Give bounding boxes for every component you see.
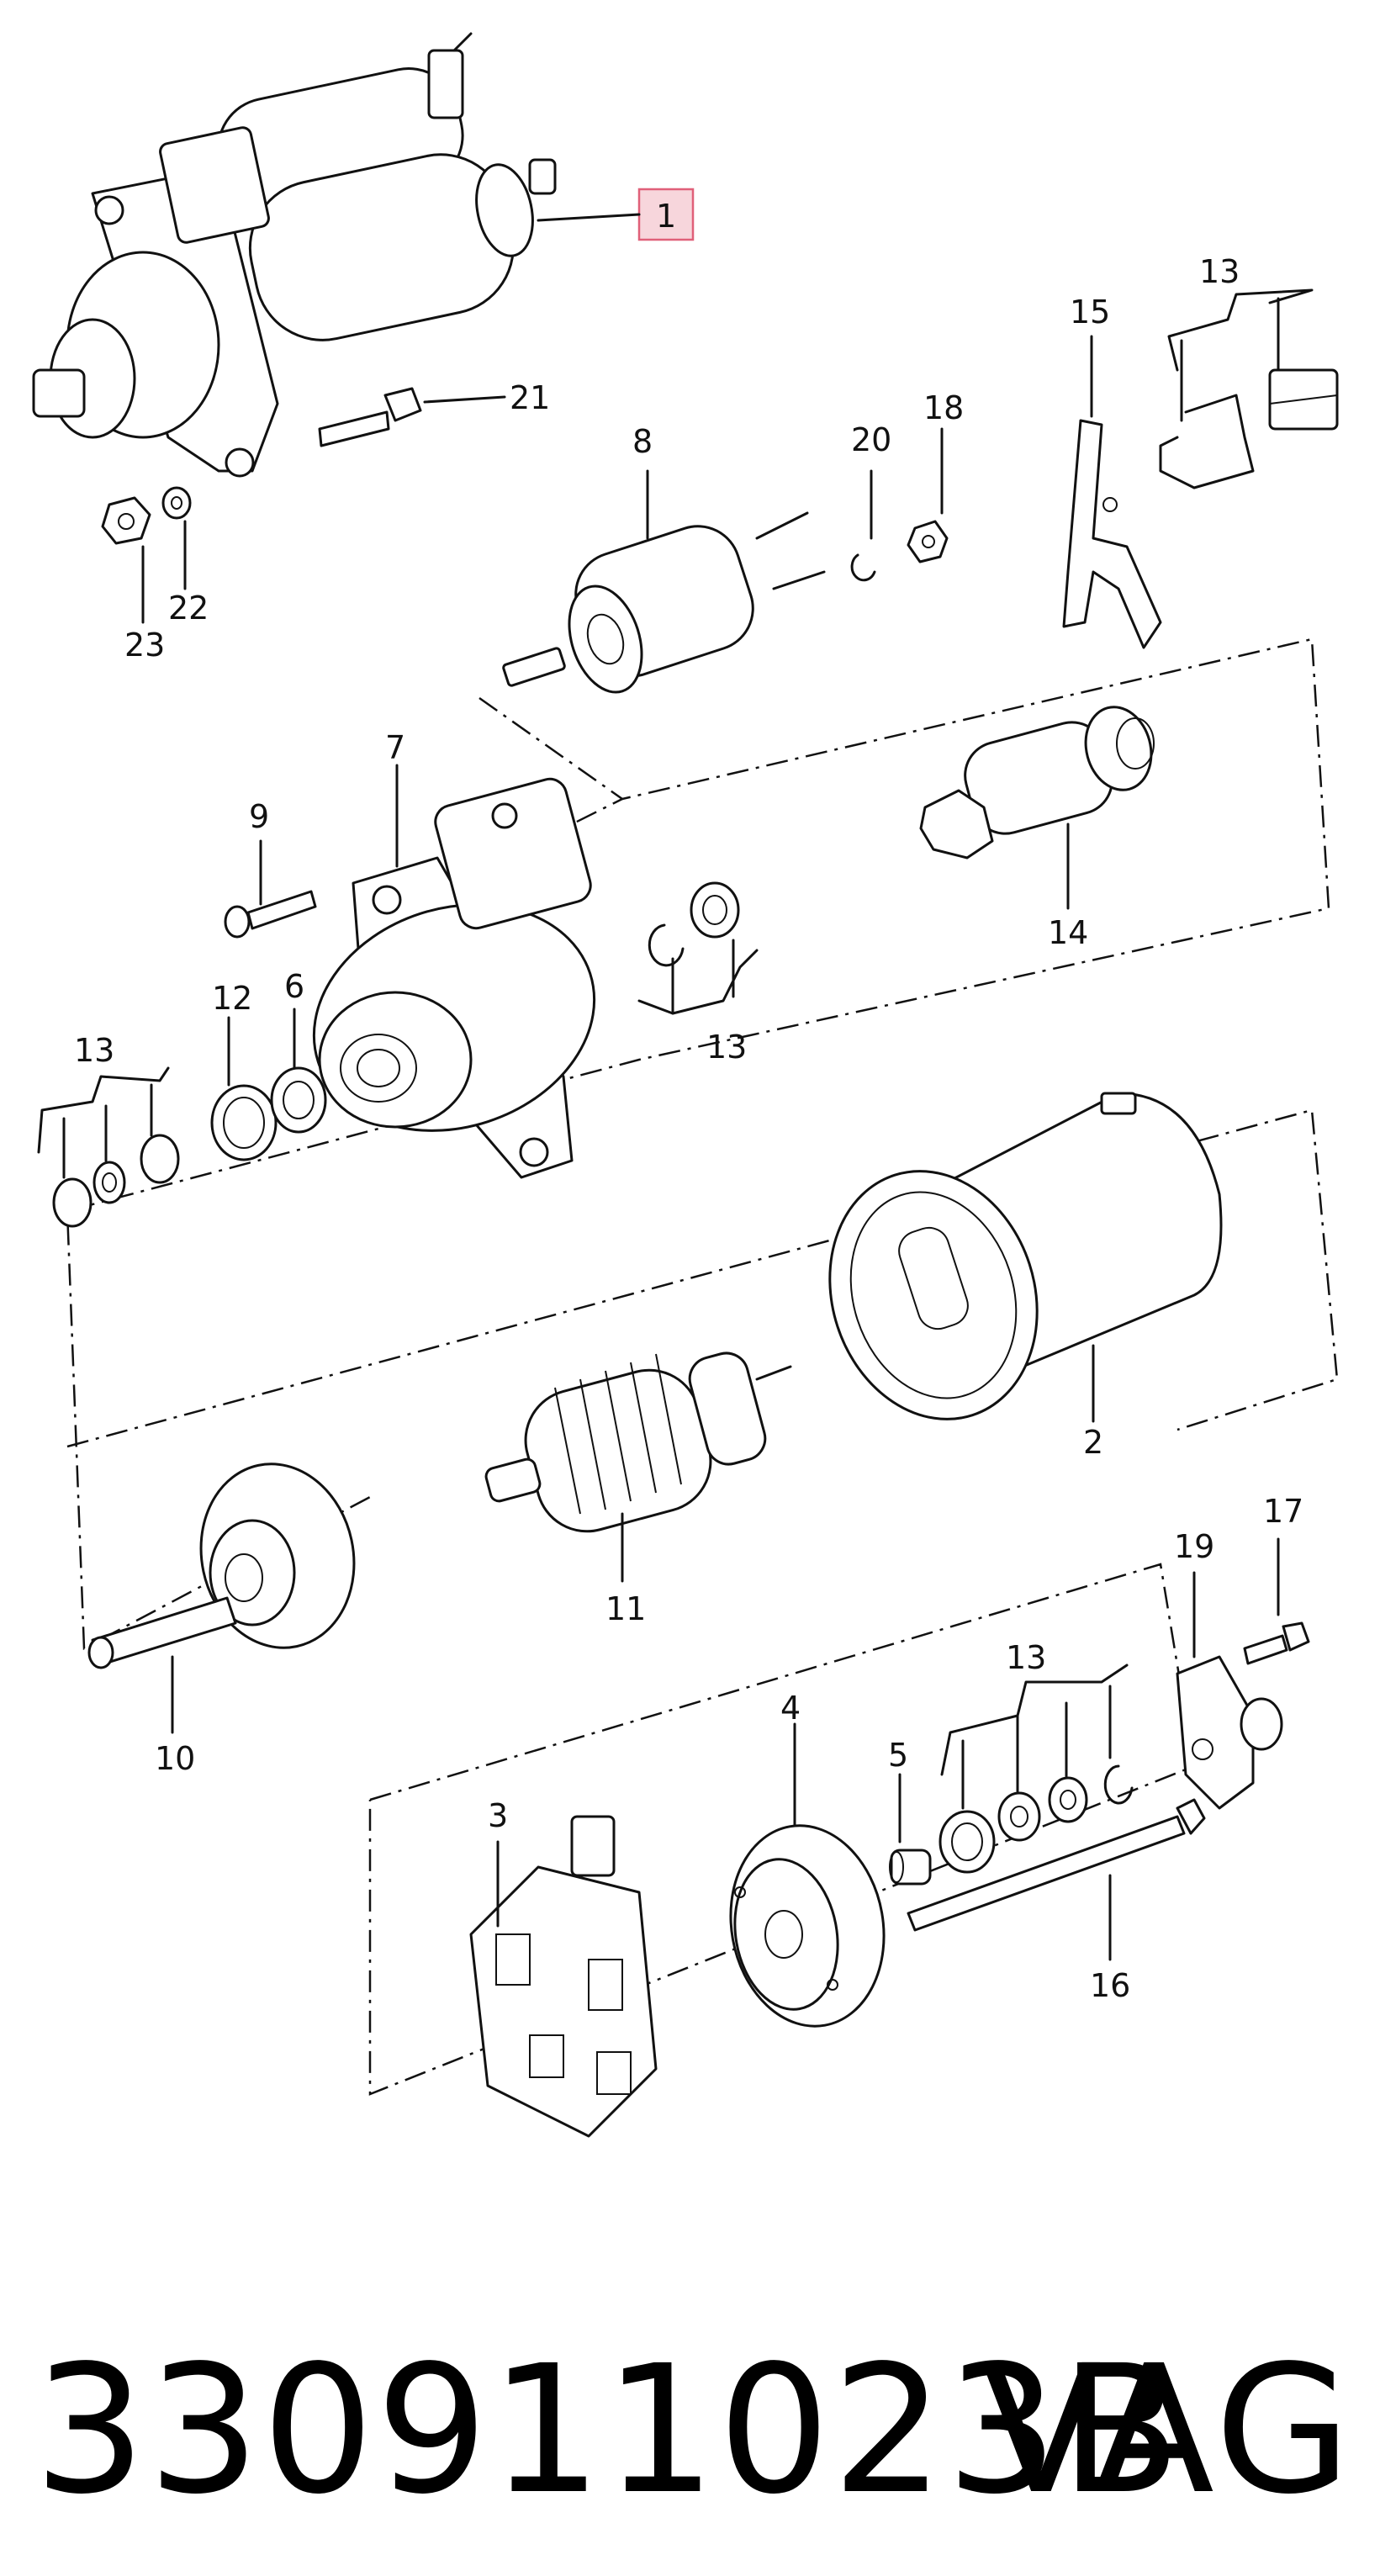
support-bracket-19[interactable]: 19: [1174, 1528, 1283, 1810]
repair-kit-13-top[interactable]: 13: [1159, 253, 1339, 489]
footer: 330911023B VAG: [0, 2321, 1380, 2540]
callout-label-12: 12: [212, 980, 252, 1017]
nut-18[interactable]: 18: [907, 389, 964, 563]
callout-label-5: 5: [888, 1737, 908, 1774]
callout-label-17: 17: [1263, 1493, 1303, 1530]
callout-label-13-left: 13: [74, 1032, 114, 1069]
callout-label-4: 4: [780, 1690, 801, 1727]
through-bolt-16[interactable]: 16: [907, 1798, 1206, 2004]
intermediate-bearing-10[interactable]: 10: [87, 1450, 371, 1777]
repair-kit-13-bottom[interactable]: 13: [939, 1639, 1134, 1874]
field-housing-2[interactable]: 2: [799, 1092, 1223, 1461]
brush-plate-3[interactable]: 3: [469, 1797, 658, 2138]
callout-1[interactable]: 1: [537, 188, 695, 241]
bushing-5[interactable]: 5: [888, 1737, 932, 1886]
callout-label-19: 19: [1174, 1528, 1214, 1565]
callout-label-13-bottom: 13: [1006, 1639, 1046, 1676]
callout-label-10: 10: [155, 1740, 195, 1777]
drive-end-bracket-7[interactable]: 7: [284, 729, 624, 1179]
callout-label-11: 11: [605, 1590, 646, 1627]
exploded-parts-diagram: 1 21 23 22 8 20 18: [32, 32, 1339, 2138]
repair-kit-13-left[interactable]: 13: [37, 1032, 180, 1228]
callout-label-6: 6: [284, 968, 304, 1005]
spring-washer-20[interactable]: 20: [850, 421, 891, 582]
pinion-drive-14[interactable]: 14: [919, 700, 1161, 951]
brand-name: VAG: [981, 2327, 1355, 2533]
callout-label-2: 2: [1083, 1424, 1103, 1461]
callout-label-15: 15: [1070, 294, 1110, 331]
callout-label-1: 1: [656, 198, 676, 235]
screw-9[interactable]: 9: [224, 798, 317, 939]
callout-label-13-top: 13: [1199, 253, 1240, 290]
callout-label-3: 3: [488, 1797, 508, 1834]
bushing-6[interactable]: 6: [270, 968, 327, 1134]
engaging-lever-15[interactable]: 15: [1062, 294, 1162, 649]
callout-label-14: 14: [1048, 914, 1088, 951]
armature-11[interactable]: 11: [484, 1348, 792, 1627]
callout-label-7: 7: [385, 729, 405, 766]
callout-label-13-center: 13: [706, 1029, 747, 1066]
end-cover-4[interactable]: 4: [716, 1690, 900, 2039]
nut-23[interactable]: 23: [101, 496, 165, 664]
washer-22[interactable]: 22: [161, 486, 209, 627]
bolt-21[interactable]: 21: [318, 379, 550, 447]
callout-label-22: 22: [168, 590, 209, 627]
solenoid-8[interactable]: 8: [502, 423, 826, 701]
screw-17[interactable]: 17: [1243, 1493, 1310, 1665]
part-number: 330911023B: [34, 2327, 1183, 2533]
repair-kit-13-center[interactable]: 13: [637, 881, 759, 1066]
callout-label-21: 21: [510, 379, 550, 416]
starter-motor-assembly[interactable]: [32, 32, 557, 478]
callout-label-23: 23: [124, 627, 165, 664]
callout-label-18: 18: [923, 389, 964, 426]
callout-label-8: 8: [632, 423, 653, 460]
callout-label-16: 16: [1090, 1967, 1130, 2004]
callout-label-20: 20: [851, 421, 891, 458]
washer-12[interactable]: 12: [210, 980, 278, 1161]
callout-label-9: 9: [249, 798, 269, 835]
